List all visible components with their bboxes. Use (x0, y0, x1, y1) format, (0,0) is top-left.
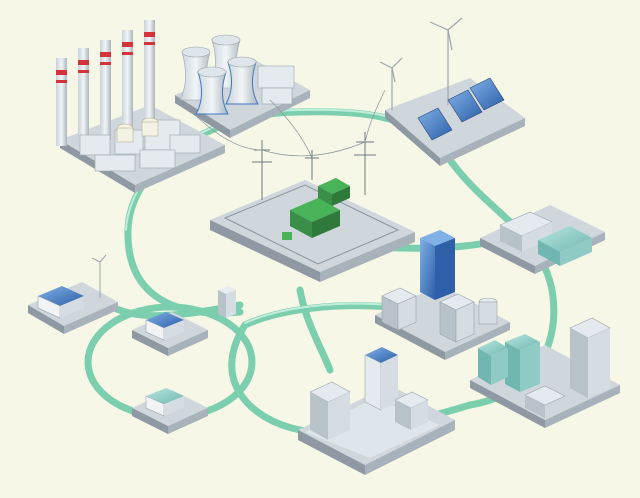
high-rise-district (470, 317, 620, 428)
substation-icon (282, 178, 350, 240)
city-block-icon (309, 347, 429, 440)
solar-house-icon (37, 286, 84, 319)
solar-panel-array (417, 77, 505, 141)
wind-turbine-small-icon (91, 254, 107, 298)
residential-house-a (132, 312, 208, 356)
city-block (298, 347, 455, 475)
wind-turbine-icon (379, 17, 463, 110)
chimney-plant-icon (56, 20, 155, 146)
power-cables (189, 89, 386, 159)
coal-power-plant (56, 20, 225, 193)
factory-icon (499, 211, 592, 266)
house-icon (145, 312, 184, 341)
central-substation (189, 89, 415, 282)
residential-house-b (132, 388, 208, 434)
house-icon (145, 388, 184, 417)
downtown-office-district (375, 230, 510, 360)
electric-cabinet-icon (218, 286, 236, 318)
network-link-substation-south (296, 286, 334, 374)
solar-house (28, 254, 118, 334)
office-tower-icon (420, 230, 455, 300)
cooling-tower-icon (179, 34, 259, 115)
wind-solar-farm (379, 17, 525, 166)
nuclear-cooling-towers (175, 34, 310, 138)
skyscraper-icon (478, 317, 611, 418)
industrial-facility (480, 205, 605, 274)
